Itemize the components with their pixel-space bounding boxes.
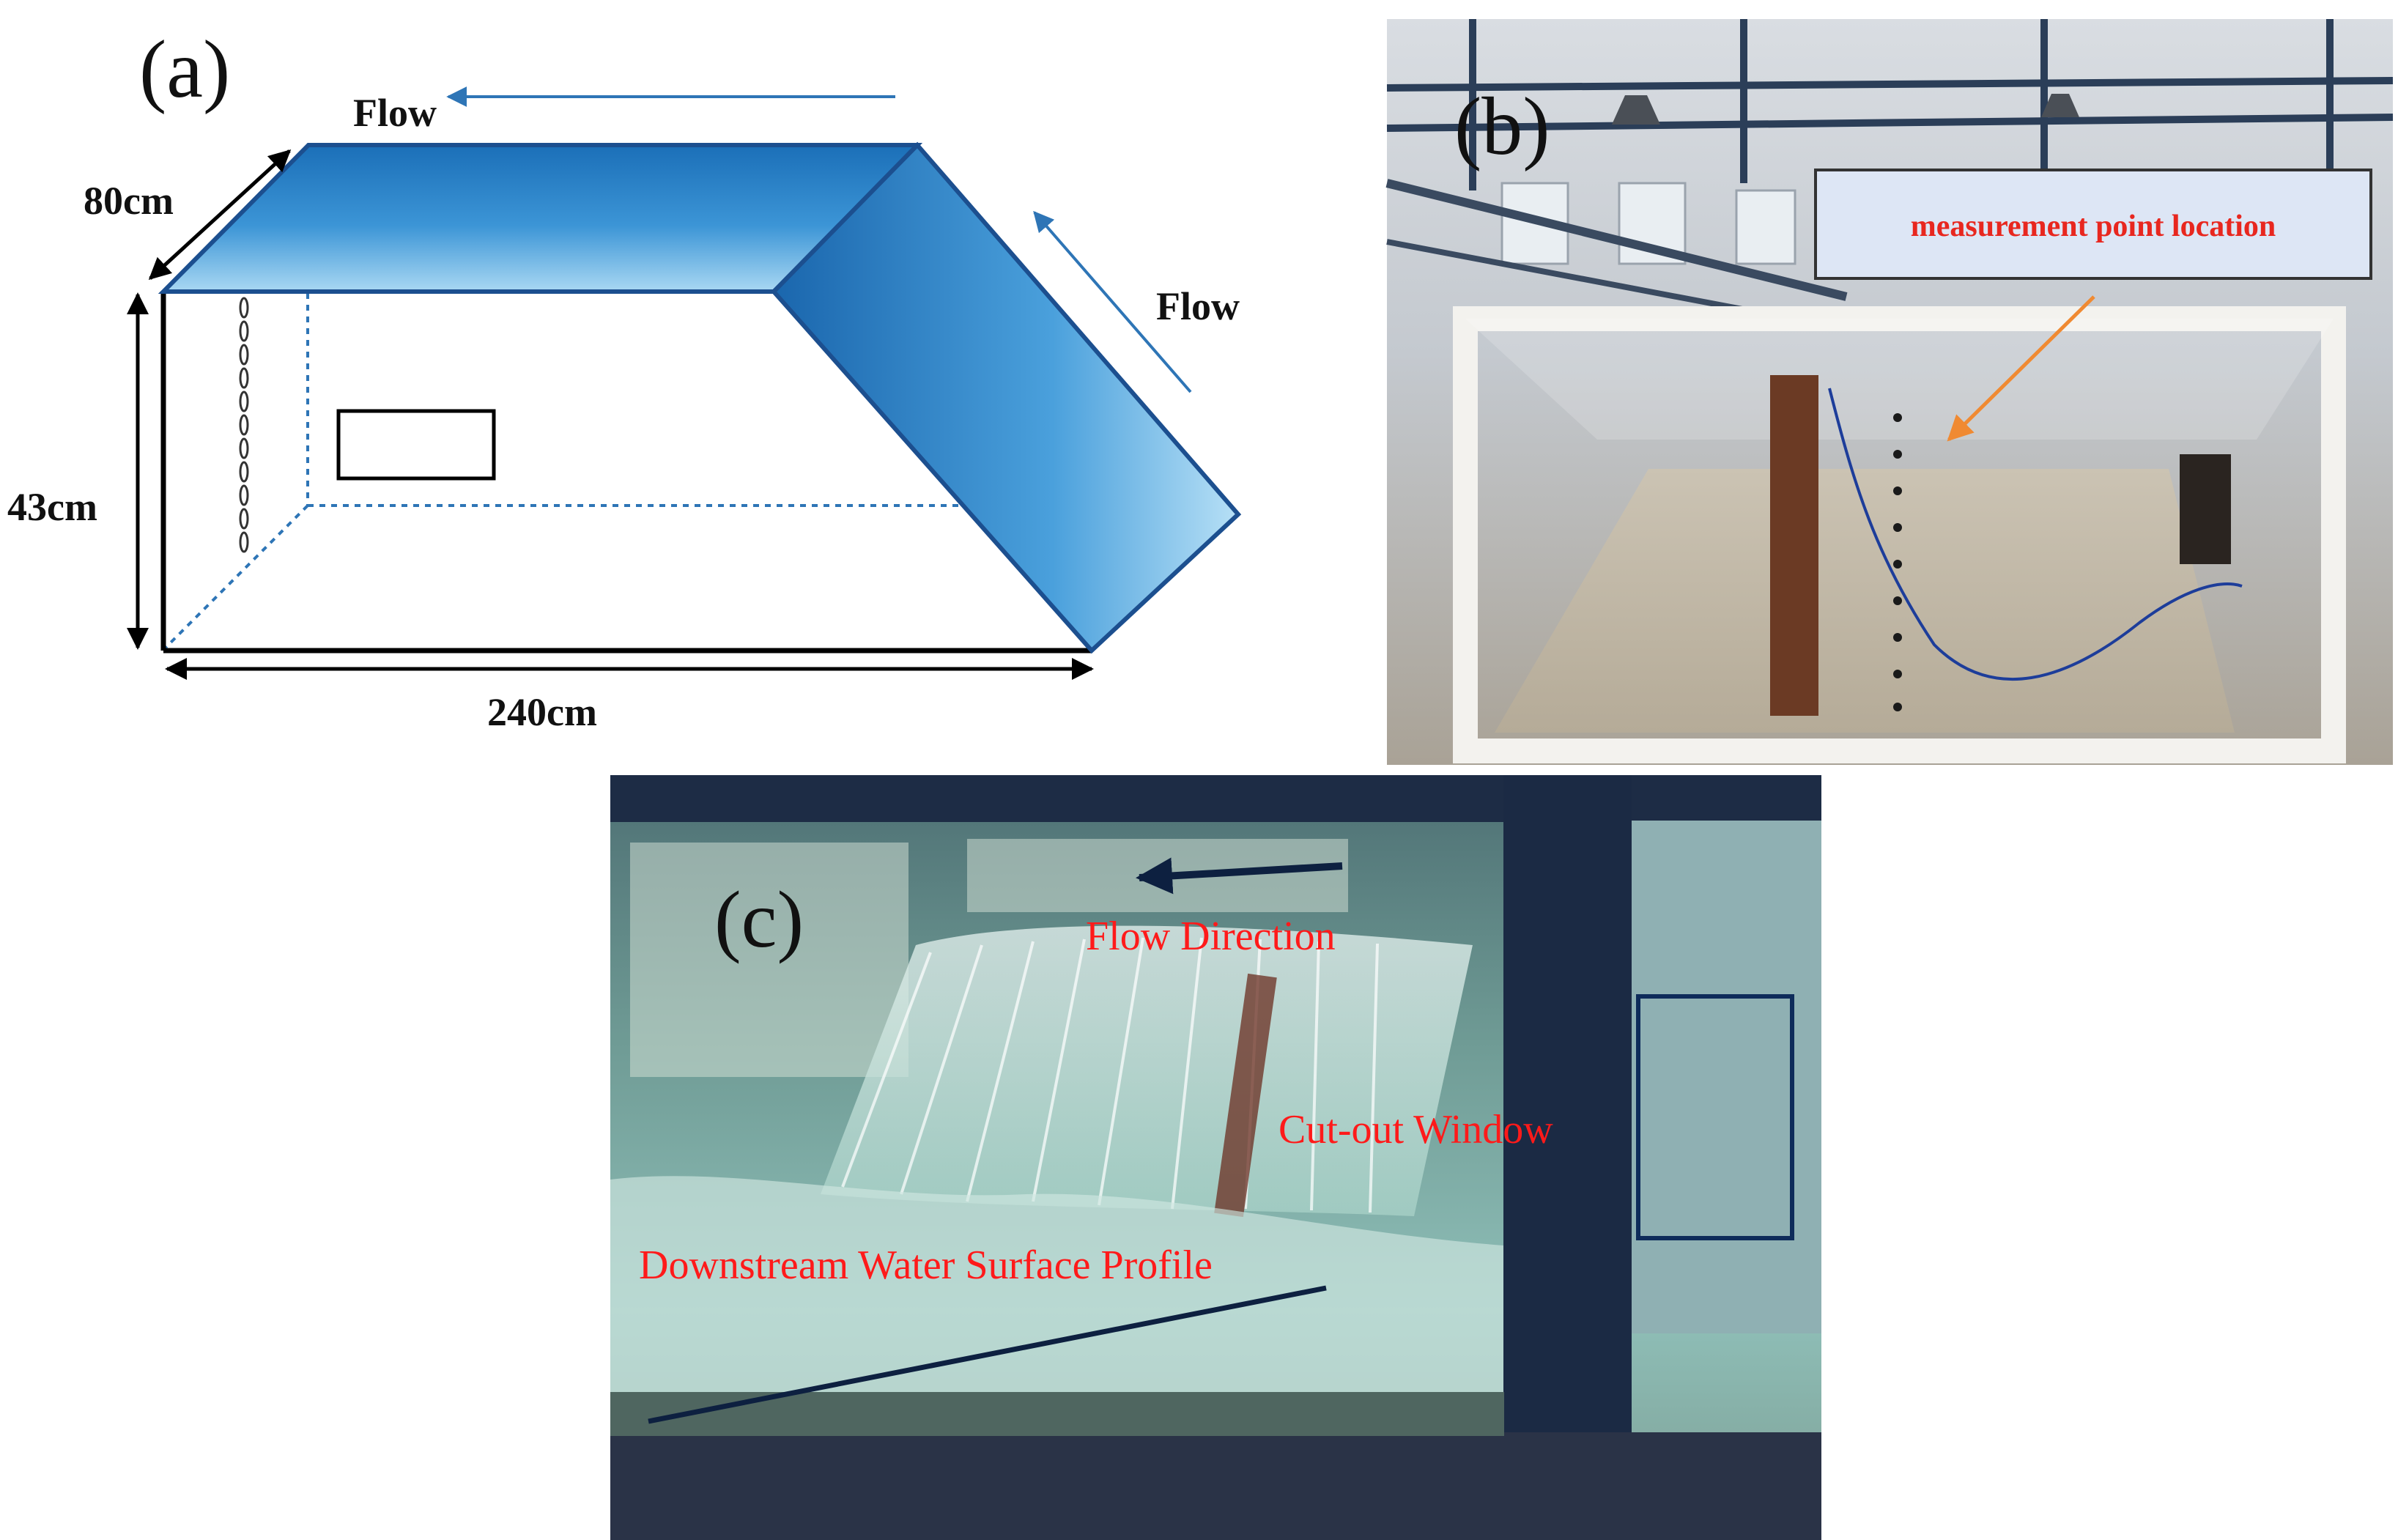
measurement-holes — [1893, 413, 1902, 711]
piezometer-chain — [239, 297, 249, 553]
side-rail — [1386, 239, 1774, 318]
callout-text: measurement point location — [1911, 210, 2276, 243]
weir-plate — [1770, 375, 1818, 716]
water-streaks — [841, 937, 1379, 1213]
outlet-opening — [2180, 454, 2231, 564]
panel-a-label: (a) — [139, 24, 230, 115]
schematic-window — [336, 409, 496, 481]
acrylic-frame — [1453, 306, 2346, 763]
flow-label-side: Flow — [1156, 284, 1240, 328]
hidden-edge — [163, 504, 309, 650]
flow-arrow-side — [1033, 210, 1192, 393]
panel-a-schematic: (a) Flow Flow 80cm 43cm 240cm — [7, 24, 1242, 734]
channel-base — [610, 1392, 1504, 1436]
downstream-water — [610, 1176, 1503, 1392]
ceiling-structure — [1386, 19, 2394, 190]
cutout-window-frame — [1636, 994, 1794, 1240]
sensor-cable — [1828, 388, 2243, 681]
cutout-window-label: Cut-out Window — [1278, 1107, 1553, 1152]
flow-direction-label: Flow Direction — [1086, 914, 1336, 959]
panel-c-photo: (c) Flow Direction Cut-out Window Downst… — [610, 775, 1821, 1540]
hall-windows — [1500, 182, 1796, 265]
glass-reflection — [1465, 319, 2334, 440]
downstream-profile-label: Downstream Water Surface Profile — [639, 1243, 1213, 1288]
callout-box — [1814, 169, 2372, 280]
weir-plate-c — [1214, 973, 1277, 1218]
falling-water — [821, 925, 1473, 1216]
steel-column — [1503, 775, 1632, 1540]
next-section-glass — [1632, 821, 1821, 1333]
side-rail — [1385, 179, 1848, 301]
flow-direction-arrow — [1136, 857, 1343, 895]
top-frame-bar — [610, 775, 1821, 822]
dim-43cm-text: 43cm — [7, 485, 97, 529]
panel-c-label: (c) — [714, 875, 804, 964]
dim-80cm-line — [148, 149, 292, 281]
surface-profile-line — [648, 1285, 1327, 1424]
channel-floor — [1495, 469, 2235, 733]
dim-240cm-text: 240cm — [487, 690, 597, 734]
panel-b-label: (b) — [1454, 81, 1550, 172]
callout-arrow — [1947, 295, 2095, 442]
dim-80cm-text: 80cm — [84, 179, 174, 223]
flow-label-top: Flow — [353, 91, 437, 135]
panel-b-photo: measurement point location (b) — [1385, 19, 2394, 765]
bottom-frame — [610, 1432, 1821, 1540]
ceiling-lamps — [1612, 94, 2079, 125]
